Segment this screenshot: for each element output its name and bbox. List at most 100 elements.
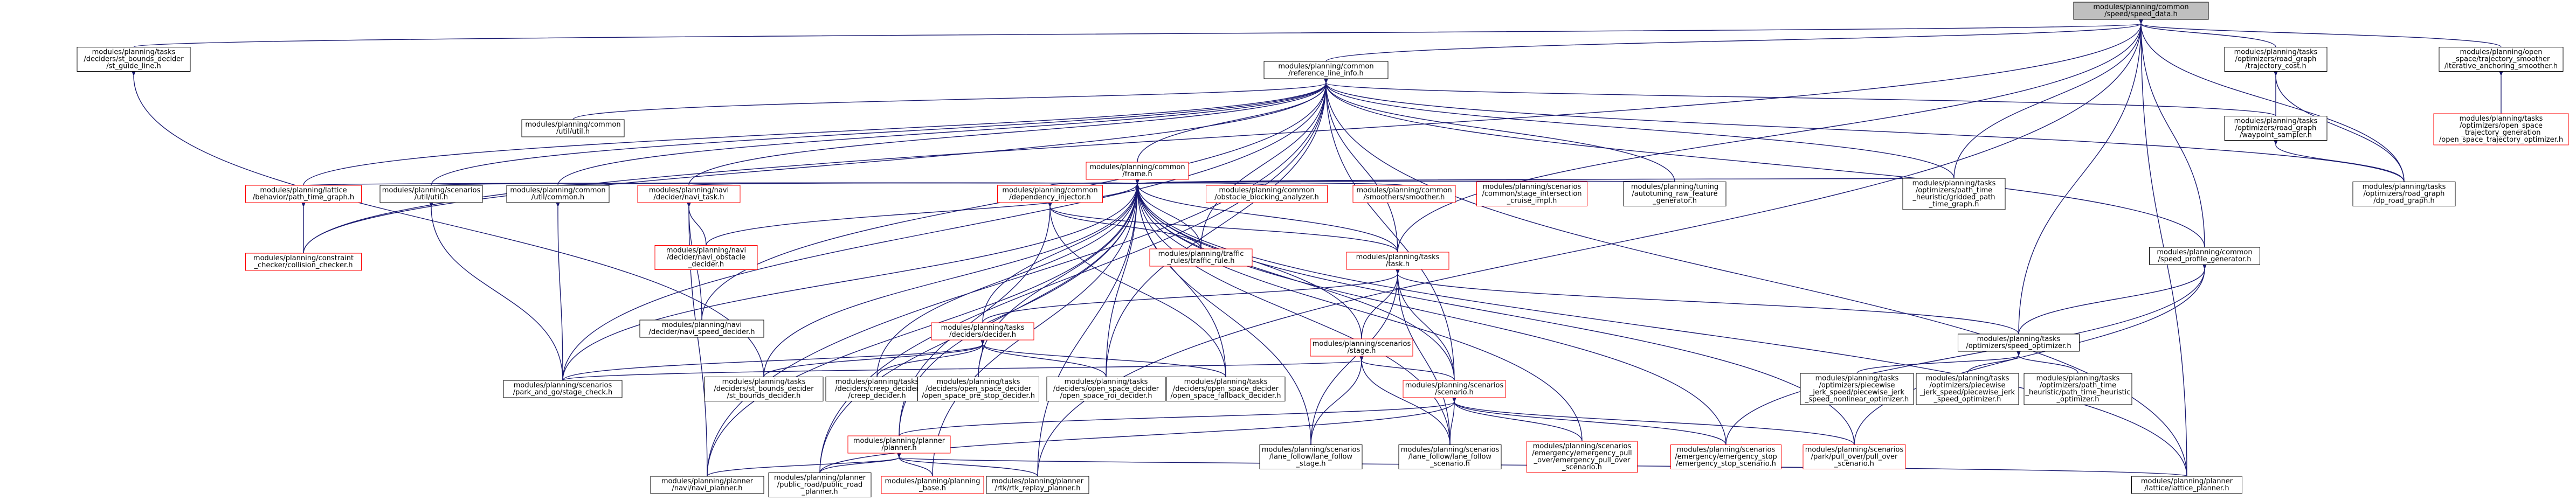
node-path_time_graph[interactable]: modules/planning/lattice/behavior/path_t… <box>245 185 362 203</box>
node-scenarios_util[interactable]: modules/planning/scenarios/util/util.h <box>379 185 483 203</box>
edge-traffic_rule-to-dependency_injector <box>1047 202 1201 249</box>
node-navi_speed_decider[interactable]: modules/planning/navi/decider/navi_speed… <box>639 320 764 338</box>
node-open_space_pre_stop_decider[interactable]: modules/planning/tasks/deciders/open_spa… <box>917 377 1039 401</box>
node-label-line: /optimizers/road_graph <box>2364 190 2445 198</box>
node-label-line: /st_bounds_decider.h <box>727 392 801 400</box>
edge-emergency_pull_over_scenario-to-scenario <box>1452 397 1583 442</box>
node-emergency_pull_over_scenario[interactable]: modules/planning/scenarios/emergency/eme… <box>1527 441 1638 473</box>
node-planning_base[interactable]: modules/planning/planning_base.h <box>881 476 984 494</box>
node-public_road_planner[interactable]: modules/planning/planner/public_road/pub… <box>768 473 872 497</box>
node-label-line: modules/planning/planner <box>853 437 945 445</box>
node-label-line: /autotuning_raw_feature <box>1632 190 1717 198</box>
node-label-line: modules/planning/traffic <box>1158 250 1244 258</box>
node-label-line: /st_guide_line.h <box>106 63 161 71</box>
node-speed_optimizer[interactable]: modules/planning/tasks/optimizers/speed_… <box>1958 334 2080 352</box>
node-pull_over_scenario[interactable]: modules/planning/scenarios/park/pull_ove… <box>1802 445 1906 469</box>
edge-path_time_graph-to-reference_line_info <box>303 78 1329 186</box>
node-speed_profile_generator[interactable]: modules/planning/common/speed_profile_ge… <box>2149 247 2260 265</box>
edge-creep_decider-to-frame <box>876 178 1140 377</box>
node-label-line: modules/planning/scenarios <box>1483 183 1581 191</box>
edge-speed_optimizer-to-speed_profile_generator <box>2018 263 2207 335</box>
node-label-line: /dependency_injector.h <box>1009 193 1090 202</box>
node-waypoint_sampler[interactable]: modules/planning/tasks/optimizers/road_g… <box>2224 116 2328 141</box>
edge-park_and_go_stage_check-to-stage <box>562 355 1364 381</box>
node-label-line: /decider/navi_task.h <box>653 193 724 202</box>
node-piecewise_jerk_speed_nonlinear_optimizer[interactable]: modules/planning/tasks/optimizers/piecew… <box>1800 373 1914 405</box>
node-scenario[interactable]: modules/planning/scenarios/scenario.h <box>1403 380 1506 398</box>
edge-piecewise_jerk_speed_optimizer-to-speed_optimizer <box>1967 350 2021 374</box>
node-label-line: /optimizers/path_time <box>2040 381 2116 390</box>
edge-lane_follow_stage-to-frame <box>1135 178 1311 445</box>
node-smoother[interactable]: modules/planning/common/smoothers/smooth… <box>1352 185 1456 203</box>
node-traffic_rule[interactable]: modules/planning/traffic_rules/traffic_r… <box>1149 248 1253 267</box>
edge-lane_follow_stage-to-stage <box>1310 355 1364 445</box>
node-box <box>1046 377 1166 401</box>
node-gridded_path_time_graph[interactable]: modules/planning/tasks/optimizers/path_t… <box>1902 178 2006 210</box>
node-box <box>1902 178 2006 210</box>
node-lattice_planner[interactable]: modules/planning/planner/lattice/lattice… <box>2131 476 2242 494</box>
node-autotuning_raw_feature_generator[interactable]: modules/planning/tuning/autotuning_raw_f… <box>1623 182 1726 206</box>
node-st_bounds_decider[interactable]: modules/planning/tasks/deciders/st_bound… <box>704 377 824 401</box>
node-open_space_fallback_decider[interactable]: modules/planning/tasks/deciders/open_spa… <box>1166 377 1286 401</box>
node-box <box>1802 445 1906 469</box>
node-label-line: _optimizer.h <box>2056 395 2099 404</box>
node-box <box>654 245 758 270</box>
node-stage_intersection_cruise_impl[interactable]: modules/planning/scenarios/common/stage_… <box>1476 182 1587 206</box>
edge-emergency_stop_scenario-to-speed_profile_generator <box>1725 263 2207 445</box>
edge-public_road_planner-to-scenario <box>819 397 1457 473</box>
node-park_and_go_stage_check[interactable]: modules/planning/scenarios/park_and_go/s… <box>503 380 623 398</box>
node-trajectory_cost[interactable]: modules/planning/tasks/optimizers/road_g… <box>2224 47 2328 72</box>
edge-speed_profile_generator-to-reference_line_info <box>1323 78 2205 248</box>
node-label-line: modules/planning/tasks <box>835 378 919 386</box>
node-label-line: /deciders/open_space_decider <box>1053 385 1159 393</box>
node-util_common[interactable]: modules/planning/common/util/common.h <box>506 185 610 203</box>
node-label-line: /open_space_trajectory_optimizer.h <box>2439 136 2563 144</box>
edge-navi_obstacle_decider-to-navi_task <box>686 202 707 246</box>
node-label-line: _speed_optimizer.h <box>1933 395 2001 404</box>
node-label-line: modules/planning/common <box>1278 63 1373 71</box>
node-obstacle_blocking_analyzer[interactable]: modules/planning/common/obstacle_blockin… <box>1206 185 1328 203</box>
node-lane_follow_scenario[interactable]: modules/planning/scenarios/lane_follow/l… <box>1398 445 1502 469</box>
node-layer: modules/planning/common/speed/speed_data… <box>77 2 2569 497</box>
node-box <box>77 47 191 72</box>
node-navi_obstacle_decider[interactable]: modules/planning/navi/decider/navi_obsta… <box>654 245 758 270</box>
edge-open_space_fallback_decider-to-dependency_injector <box>1047 202 1226 377</box>
node-label-line: /deciders/open_space_decider <box>1173 385 1279 393</box>
node-label-line: _scenario.h <box>1562 463 1602 471</box>
edge-speed_optimizer-to-root <box>2018 18 2144 335</box>
edge-open_space_pre_stop_decider-to-frame <box>978 178 1140 377</box>
node-open_space_roi_decider[interactable]: modules/planning/tasks/deciders/open_spa… <box>1046 377 1166 401</box>
node-navi_planner[interactable]: modules/planning/planner/navi/navi_plann… <box>650 476 764 494</box>
node-label-line: modules/planning/lattice <box>260 186 347 195</box>
node-label-line: modules/planning/scenarios <box>1677 446 1776 454</box>
node-piecewise_jerk_speed_optimizer[interactable]: modules/planning/tasks/optimizers/piecew… <box>1916 373 2019 405</box>
edge-decider-to-task <box>982 268 1400 323</box>
node-decider[interactable]: modules/planning/tasks/deciders/decider.… <box>931 322 1034 341</box>
node-emergency_stop_scenario[interactable]: modules/planning/scenarios/emergency/eme… <box>1670 445 1781 469</box>
node-task[interactable]: modules/planning/tasks/task.h <box>1346 252 1449 270</box>
node-collision_checker[interactable]: modules/planning/constraint_checker/coll… <box>245 253 362 271</box>
node-lane_follow_stage[interactable]: modules/planning/scenarios/lane_follow/l… <box>1259 445 1363 469</box>
edge-scenario-to-stage <box>1359 355 1455 381</box>
node-dp_road_graph[interactable]: modules/planning/tasks/optimizers/road_g… <box>2352 182 2456 206</box>
node-frame[interactable]: modules/planning/common/frame.h <box>1086 162 1189 180</box>
edge-creep_decider-to-decider <box>876 339 985 377</box>
node-label-line: modules/planning/common <box>510 186 605 195</box>
node-reference_line_info[interactable]: modules/planning/common/reference_line_i… <box>1263 61 1389 79</box>
node-label-line: _scenario.h <box>1429 460 1470 468</box>
node-stage[interactable]: modules/planning/scenarios/stage.h <box>1310 338 1413 357</box>
edge-navi_obstacle_decider-to-frame <box>706 178 1140 246</box>
node-planner[interactable]: modules/planning/planner/planner.h <box>847 435 951 454</box>
node-box <box>847 435 951 454</box>
node-rtk_replay_planner[interactable]: modules/planning/planner/rtk/rtk_replay_… <box>986 476 1089 494</box>
node-dependency_injector[interactable]: modules/planning/common/dependency_injec… <box>997 185 1103 203</box>
node-iterative_anchoring_smoother[interactable]: modules/planning/open_space/trajectory_s… <box>2439 47 2564 72</box>
node-path_time_heuristic_optimizer[interactable]: modules/planning/tasks/optimizers/path_t… <box>2023 373 2132 405</box>
node-box <box>1916 373 2019 405</box>
node-open_space_trajectory_optimizer[interactable]: modules/planning/tasks/optimizers/open_s… <box>2433 113 2569 145</box>
node-creep_decider[interactable]: modules/planning/tasks/deciders/creep_de… <box>825 377 929 401</box>
node-label-line: /waypoint_sampler.h <box>2240 131 2312 140</box>
node-navi_task[interactable]: modules/planning/navi/decider/navi_task.… <box>637 185 741 203</box>
node-st_guide_line[interactable]: modules/planning/tasks/deciders/st_bound… <box>77 47 191 72</box>
node-util_util[interactable]: modules/planning/common/util/util.h <box>521 119 625 137</box>
